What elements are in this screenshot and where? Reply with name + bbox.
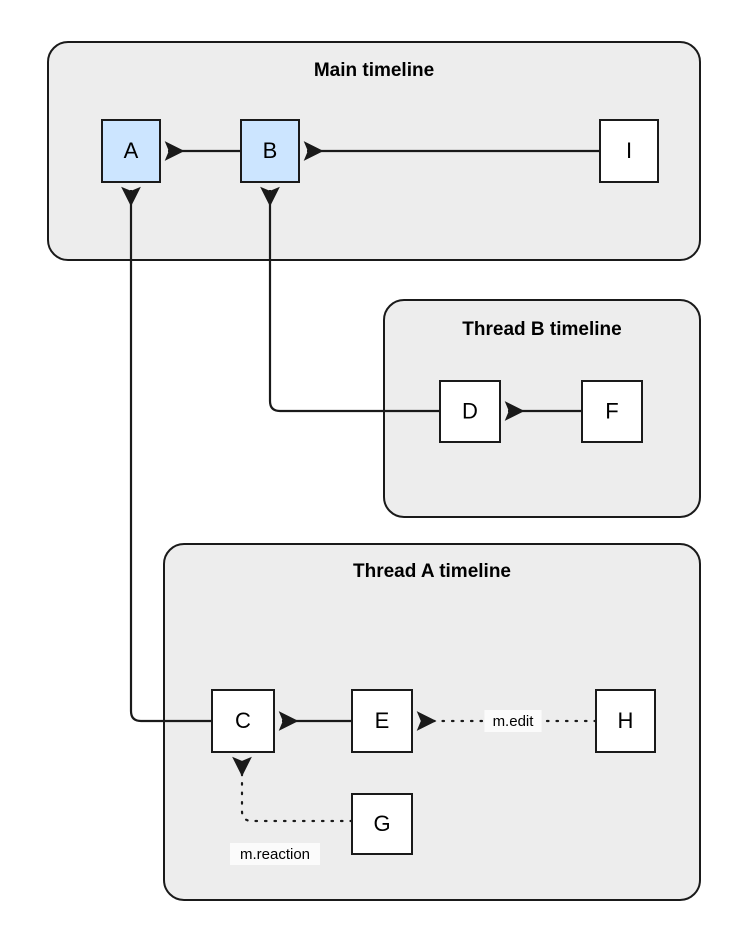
timeline-group-title: Thread B timeline <box>462 319 621 340</box>
edge-d-to-b <box>260 186 440 413</box>
event-node-box <box>439 380 501 443</box>
edge-labels: m.edit m.reaction <box>230 710 542 865</box>
edge-label-text: m.edit <box>493 713 535 730</box>
edge-label-backdrop <box>230 843 320 865</box>
event-node-G[interactable]: G <box>351 793 413 855</box>
timeline-group-title: Main timeline <box>314 60 434 81</box>
edge-label-h-to-e: m.edit <box>484 710 542 732</box>
event-node-C[interactable]: C <box>211 689 275 753</box>
timeline-group-box <box>383 299 701 518</box>
event-node-label: C <box>235 708 251 733</box>
edge-label-text: m.reaction <box>240 846 310 863</box>
event-node-label: B <box>263 138 278 163</box>
event-node-label: G <box>373 811 390 836</box>
event-node-D[interactable]: D <box>439 380 501 443</box>
event-node-label: E <box>375 708 390 733</box>
event-nodes: A B I D F C E H G <box>101 119 659 855</box>
event-node-E[interactable]: E <box>351 689 413 753</box>
timeline-group-thread-b[interactable]: Thread B timeline <box>383 299 701 518</box>
event-node-A[interactable]: A <box>101 119 161 183</box>
edge-g-to-c <box>232 756 354 823</box>
event-node-label: H <box>618 708 634 733</box>
event-node-F[interactable]: F <box>581 380 643 443</box>
edge-label-backdrop <box>484 710 542 732</box>
event-node-box <box>581 380 643 443</box>
event-node-box <box>211 689 275 753</box>
event-node-label: F <box>605 398 618 423</box>
event-node-I[interactable]: I <box>599 119 659 183</box>
event-node-box <box>351 689 413 753</box>
edge-label-g-to-c: m.reaction <box>230 843 320 865</box>
event-node-label: A <box>124 138 139 163</box>
event-node-box <box>595 689 656 753</box>
edge-c-to-a <box>121 186 212 723</box>
event-node-H[interactable]: H <box>595 689 656 753</box>
timeline-group-title: Thread A timeline <box>353 561 511 582</box>
event-node-box <box>599 119 659 183</box>
event-node-box <box>240 119 300 183</box>
event-node-B[interactable]: B <box>240 119 300 183</box>
event-node-label: D <box>462 398 478 423</box>
event-node-label: I <box>626 138 632 163</box>
event-node-box <box>101 119 161 183</box>
event-node-box <box>351 793 413 855</box>
